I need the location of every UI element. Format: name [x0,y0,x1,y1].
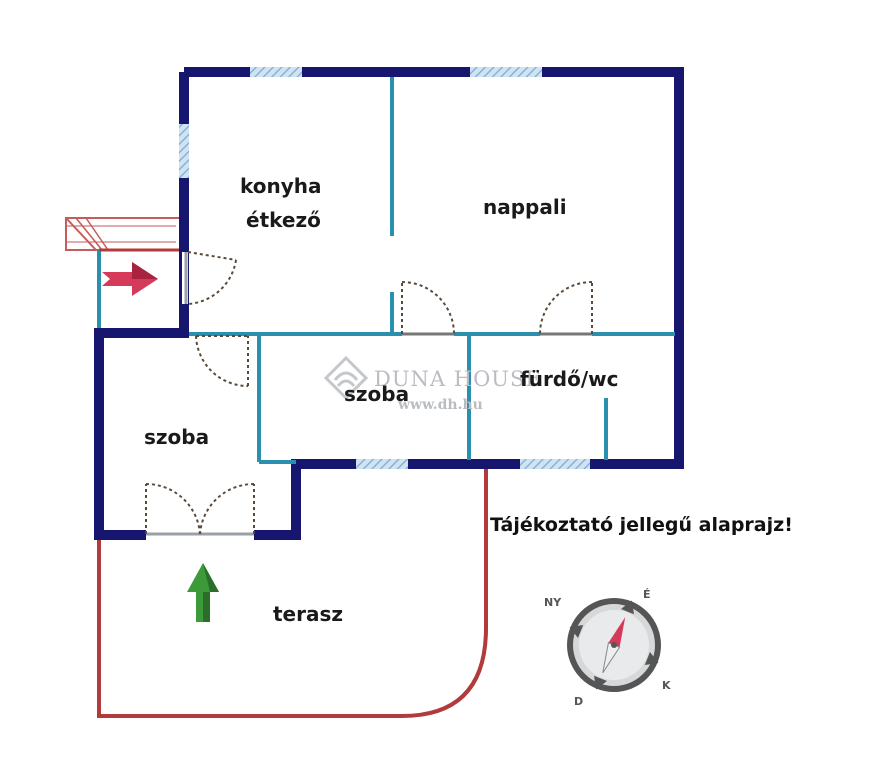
room-label-bath: fürdő/wc [520,367,619,391]
watermark-url: www.dh.hu [397,397,483,413]
room-label-middle: szoba [344,382,409,406]
compass-north: É [643,588,651,601]
room-label-dining: étkező [246,208,321,232]
room-label-terrace: terasz [273,602,343,626]
watermark-name: DUNA HOUSE [374,367,542,391]
window-top-living [470,67,542,77]
room-label-kitchen: konyha [240,174,322,198]
door-swings [145,251,593,535]
compass-south: D [574,695,583,708]
inner-walls [189,77,675,464]
arrow-right-icon [102,262,158,296]
disclaimer-note: Tájékoztató jellegű alaprajz! [490,514,793,536]
entrance-porch [97,248,184,333]
compass-icon [567,598,661,692]
window-top-kitchen [250,67,302,77]
room-label-living: nappali [483,195,567,219]
window-left-kitchen [179,124,189,178]
windows [179,67,590,469]
window-bottom-bath [520,459,590,469]
watermark: DUNA HOUSE www.dh.hu [323,355,542,413]
room-label-left: szoba [144,425,209,449]
entrance-step [65,217,181,251]
outer-walls [94,67,684,540]
terrace-outline [97,468,488,718]
compass-west: NY [544,596,562,609]
duna-house-logo [323,355,369,401]
window-bottom-room [356,459,408,469]
compass-east: K [662,679,671,692]
arrow-up-icon [187,563,219,622]
